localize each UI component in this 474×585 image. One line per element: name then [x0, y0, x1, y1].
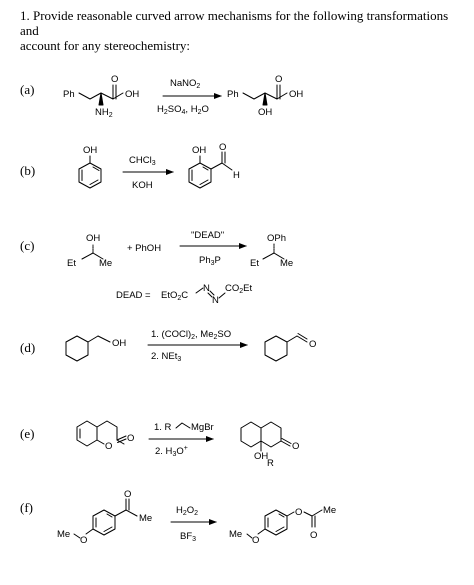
- a-reagent-top-sub: 2: [196, 83, 200, 90]
- e-unsaturated-lactone: O O: [76, 420, 134, 452]
- f-reagent-top: H: [176, 505, 183, 516]
- label-d: (d): [20, 340, 36, 355]
- b-salicylaldehyde: OH O H: [188, 142, 240, 189]
- svg-text:2. H3O+: 2. H3O+: [155, 445, 188, 458]
- d-sm-oh: OH: [112, 338, 126, 349]
- f-p-o-ether: O: [252, 535, 259, 546]
- svg-text:1. (COCl)2, Me2SO: 1. (COCl)2, Me2SO: [151, 329, 231, 341]
- a-reagent-top: NaNO: [170, 78, 196, 89]
- d-step1: 1. (COCl): [151, 329, 191, 340]
- a-sm-nh-sub: 2: [109, 112, 113, 119]
- f-p-o-carbonyl: O: [310, 530, 317, 541]
- e-decalone-product: O OH R: [240, 421, 299, 469]
- b-p-o: O: [219, 142, 226, 153]
- b-reagent-bottom: KOH: [132, 180, 153, 191]
- scheme-d: OH 1. (COCl)2, Me2SO 2. NEt3 O: [65, 329, 316, 363]
- f-p-me-o: Me: [229, 529, 242, 540]
- b-p-h: H: [233, 170, 240, 181]
- f-sm-o-ether: O: [80, 535, 87, 546]
- b-sm-oh: OH: [83, 145, 97, 156]
- c-p-me: Me: [280, 258, 293, 269]
- label-e: (e): [20, 426, 35, 441]
- a-p-oh2: OH: [258, 107, 272, 118]
- c-phenol-reagent: + PhOH: [127, 243, 161, 254]
- svg-text:H2SO4, H2O: H2SO4, H2O: [157, 104, 209, 116]
- scheme-f: O Me O Me H2O2 BF3 O O Me O Me: [57, 489, 336, 546]
- svg-text:NaNO2: NaNO2: [170, 78, 200, 90]
- a-product: Ph OH O OH: [227, 74, 303, 118]
- e-step1: 1. R: [154, 422, 172, 433]
- svg-text:Ph3P: Ph3P: [199, 255, 221, 267]
- c-p-oph: OPh: [267, 233, 286, 244]
- b-phenol: OH: [78, 145, 102, 189]
- e-p-oh: OH: [254, 451, 268, 462]
- svg-text:NH2: NH2: [95, 107, 113, 119]
- svg-text:EtO2C: EtO2C: [161, 290, 188, 302]
- svg-text:2. NEt3: 2. NEt3: [151, 351, 181, 363]
- c-ether-product: OPh Et Me: [250, 233, 293, 269]
- svg-text:CHCl3: CHCl3: [129, 155, 156, 167]
- c-dead-definition: DEAD = EtO2C N N CO2Et: [116, 283, 252, 306]
- f-sm-me: Me: [139, 513, 152, 524]
- b-p-oh: OH: [192, 145, 206, 156]
- a-rb-a: H: [157, 104, 164, 115]
- e-p-o: O: [292, 441, 299, 452]
- scheme-e: O O 1. R MgBr 2. H3O+ O OH R: [76, 420, 299, 469]
- f-p-me: Me: [323, 505, 336, 516]
- svg-text:H2O2: H2O2: [176, 505, 198, 517]
- scheme-b: OH CHCl3 KOH OH O H: [78, 142, 240, 191]
- instructions-line-2: account for any stereochemistry:: [20, 38, 191, 53]
- d-p-o: O: [309, 339, 316, 350]
- a-p-oh: OH: [289, 89, 303, 100]
- c-sm-oh: OH: [86, 233, 100, 244]
- d-step2: 2. NEt: [151, 351, 178, 362]
- e-p-r: R: [267, 458, 274, 469]
- instructions: 1. Provide reasonable curved arrow mecha…: [20, 8, 465, 53]
- c-dead-lhs: DEAD =: [116, 290, 151, 301]
- b-reagent-top: CHCl: [129, 155, 152, 166]
- a-p-ph: Ph: [227, 89, 239, 100]
- f-ester-product: O O Me O Me: [229, 505, 336, 546]
- instructions-line-1: 1. Provide reasonable curved arrow mecha…: [20, 8, 449, 38]
- d-cyclohexylmethanol: OH: [65, 335, 126, 362]
- a-sm-ph: Ph: [63, 89, 75, 100]
- label-f: (f): [20, 500, 33, 515]
- label-b: (b): [20, 163, 36, 178]
- c-reagent-top: "DEAD": [191, 230, 224, 241]
- label-a: (a): [20, 82, 35, 97]
- scheme-a: Ph OH O NH2 NaNO2 H2SO4, H2O Ph OH O OH: [63, 74, 303, 119]
- c-sm-et: Et: [67, 258, 76, 269]
- e-sm-o-ring: O: [105, 441, 112, 452]
- c-reagent-bottom: Ph: [199, 255, 211, 266]
- a-sm-o: O: [111, 74, 118, 85]
- a-sm-nh: NH: [95, 107, 109, 118]
- label-c: (c): [20, 238, 35, 253]
- c-sm-me: Me: [99, 258, 112, 269]
- c-dead-n1: N: [203, 283, 210, 294]
- c-p-et: Et: [250, 258, 259, 269]
- f-sm-me-o: Me: [57, 529, 70, 540]
- d-aldehyde-product: O: [264, 333, 316, 362]
- svg-text:BF3: BF3: [180, 531, 196, 543]
- f-p-o-ester: O: [295, 507, 302, 518]
- a-p-o: O: [275, 74, 282, 85]
- c-alcohol: OH Et Me: [67, 233, 112, 269]
- svg-text:CO2Et: CO2Et: [225, 283, 252, 295]
- c-dead-n2: N: [212, 295, 219, 306]
- a-starting-material: Ph OH O NH2: [63, 74, 139, 119]
- svg-text:1. R: 1. R: [154, 422, 172, 433]
- f-reagent-bottom: BF: [180, 531, 192, 542]
- scheme-c: OH Et Me + PhOH "DEAD" Ph3P OPh Et Me DE…: [67, 230, 293, 306]
- f-sm-o-carbonyl: O: [124, 489, 131, 500]
- e-sm-o-carbonyl: O: [127, 433, 134, 444]
- e-step2: 2. H: [155, 446, 173, 457]
- f-aryl-ketone: O Me O Me: [57, 489, 152, 546]
- a-sm-oh: OH: [125, 89, 139, 100]
- svg-text:MgBr: MgBr: [191, 422, 214, 433]
